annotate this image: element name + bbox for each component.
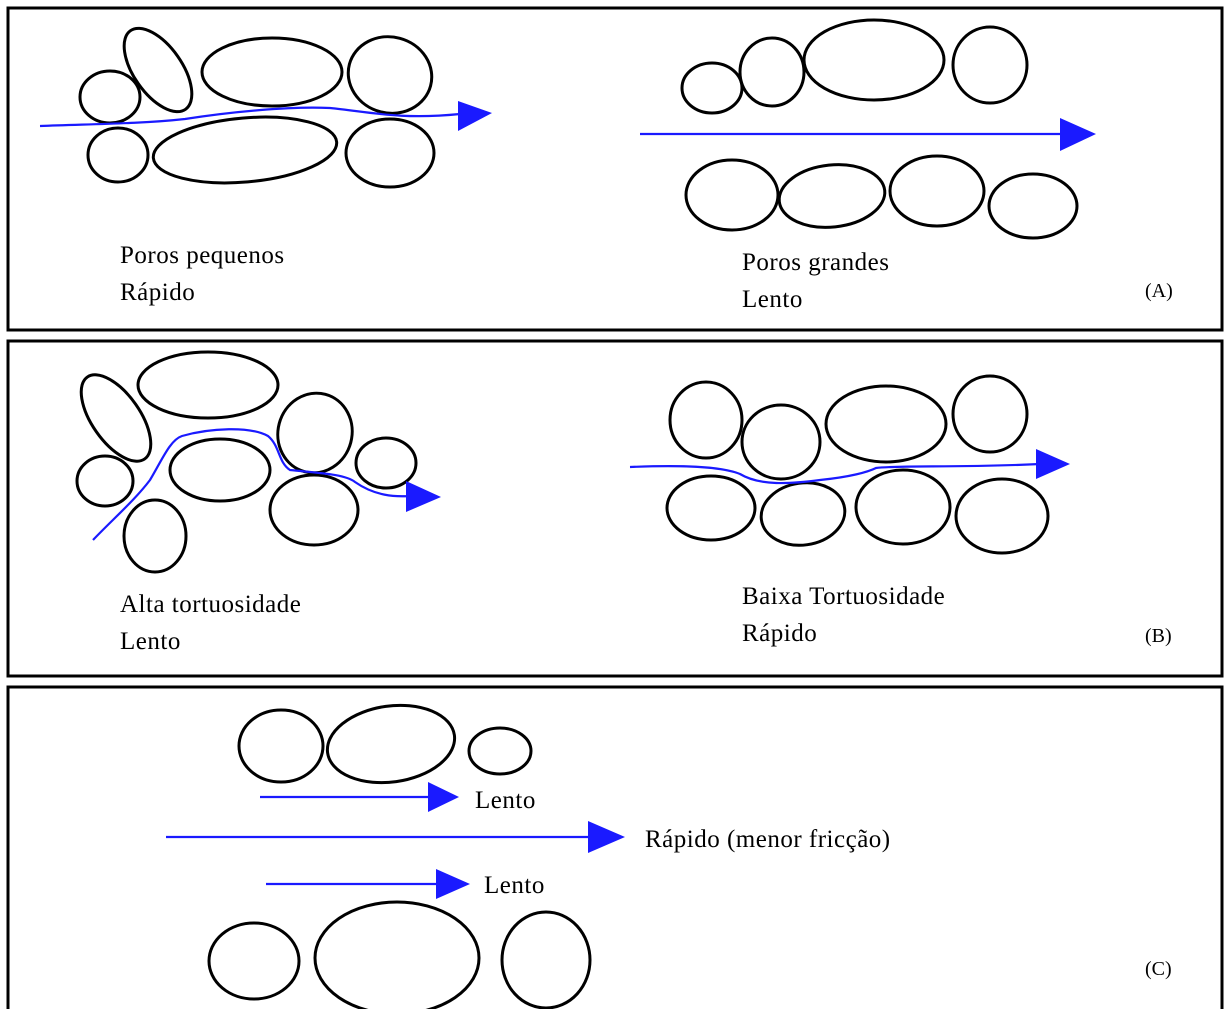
panel-a-right-grains: [680, 18, 1079, 240]
grain: [954, 477, 1050, 555]
label-high-tortuosity: Alta tortuosidade: [120, 591, 301, 618]
grain: [136, 350, 280, 420]
flow-line-high-tortuosity: [92, 428, 411, 541]
grain: [207, 921, 301, 1001]
grain: [313, 900, 481, 1009]
flow-arrowhead: [1060, 118, 1096, 151]
grain: [668, 380, 744, 460]
grain: [665, 474, 757, 542]
grain: [951, 374, 1029, 454]
grain: [168, 437, 272, 503]
flow-arrowhead: [458, 101, 492, 131]
flow-line-low-tortuosity: [629, 462, 1041, 485]
label-slow-bottom: Lento: [484, 872, 545, 899]
grain: [122, 498, 188, 574]
panel-b-left-grains: [75, 350, 418, 574]
panel-c-tag: (C): [1145, 958, 1172, 980]
panel-b-right-grains: [665, 374, 1050, 555]
grain: [75, 454, 135, 508]
flow-arrowhead: [436, 869, 470, 899]
label-large-pores-speed: Lento: [742, 286, 803, 313]
grain: [854, 468, 952, 546]
panel-c-top-grains: [237, 703, 533, 785]
grain: [268, 473, 360, 547]
label-low-tortuosity-speed: Rápido: [742, 620, 817, 647]
grain: [344, 117, 436, 189]
panel-a: Poros pequenos Rápido Poros grandes Lent…: [6, 6, 1224, 332]
panel-a-tag: (A): [1145, 280, 1173, 302]
grain: [824, 384, 948, 464]
grain: [86, 126, 150, 184]
flow-arrowhead: [588, 821, 625, 853]
label-small-pores-speed: Rápido: [120, 279, 195, 306]
panel-c: Lento Rápido (menor fricção) Lento (C): [6, 685, 1224, 1009]
grain: [346, 35, 434, 115]
label-high-tortuosity-speed: Lento: [120, 628, 181, 655]
panel-c-frame: [6, 685, 1224, 1009]
grain: [500, 910, 592, 1009]
grain: [740, 403, 822, 481]
grain: [467, 726, 533, 776]
label-low-tortuosity: Baixa Tortuosidade: [742, 583, 945, 610]
grain: [987, 172, 1079, 240]
grain: [79, 373, 153, 463]
label-slow-top: Lento: [475, 787, 536, 814]
grain: [888, 154, 986, 228]
panel-b-frame: [6, 339, 1224, 678]
grain: [200, 36, 344, 108]
panel-b: Alta tortuosidade Lento Baixa Tortuosida…: [6, 339, 1224, 678]
grain: [354, 436, 418, 490]
grain: [325, 703, 457, 785]
grain: [777, 163, 887, 229]
flow-arrowhead: [428, 782, 459, 812]
grain: [684, 158, 780, 232]
grain: [151, 115, 339, 185]
grain: [951, 25, 1029, 105]
grain: [738, 36, 806, 108]
flow-arrowhead: [406, 481, 441, 512]
panel-c-bottom-grains: [207, 900, 592, 1009]
label-fast-center: Rápido (menor fricção): [645, 826, 891, 853]
panel-b-tag: (B): [1145, 625, 1172, 647]
flow-line-small-pores: [39, 106, 461, 128]
label-small-pores: Poros pequenos: [120, 242, 285, 269]
grain: [802, 18, 946, 102]
panel-a-frame: [6, 6, 1224, 332]
flow-arrowhead: [1036, 449, 1070, 479]
grain: [122, 26, 194, 114]
label-large-pores: Poros grandes: [742, 249, 889, 276]
grain: [237, 708, 325, 784]
